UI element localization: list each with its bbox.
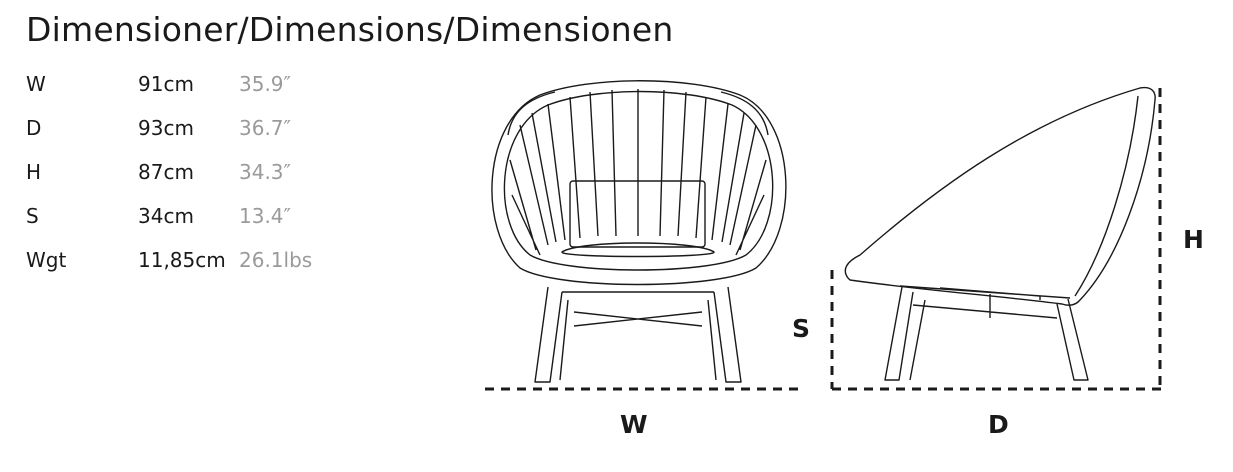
spec-metric-value: 34cm: [138, 204, 194, 228]
side-seat-frame: [899, 285, 1071, 300]
spec-label: H: [26, 160, 42, 184]
seat-dimension-label: S: [792, 314, 811, 343]
page-title: Dimensioner/Dimensions/Dimensionen: [26, 10, 674, 49]
spec-imperial-value: 13.4″: [239, 204, 292, 228]
spec-label: Wgt: [26, 248, 67, 272]
spec-metric-value: 93cm: [138, 116, 194, 140]
spec-metric-value: 91cm: [138, 72, 194, 96]
side-shell: [844, 86, 1156, 306]
depth-dimension-label: D: [988, 410, 1009, 439]
front-shell-inner: [503, 90, 774, 271]
front-legs: [534, 286, 742, 383]
side-legs: [884, 286, 1089, 381]
chair-side-view: [844, 86, 1156, 381]
side-shell-inner: [1074, 95, 1139, 297]
spec-imperial-value: 35.9″: [239, 72, 292, 96]
spec-imperial-value: 26.1lbs: [239, 248, 313, 272]
spec-label: S: [26, 204, 39, 228]
chair-front-view: [491, 80, 787, 383]
spec-imperial-value: 36.7″: [239, 116, 292, 140]
spec-label: D: [26, 116, 42, 140]
spec-imperial-value: 34.3″: [239, 160, 292, 184]
spec-metric-value: 87cm: [138, 160, 194, 184]
front-shell-rim: [507, 91, 769, 136]
width-dimension-label: W: [620, 410, 648, 439]
spec-label: W: [26, 72, 46, 96]
front-shell-outer: [491, 80, 787, 286]
front-slats: [509, 89, 767, 256]
dimension-lines: [485, 88, 1162, 391]
height-dimension-label: H: [1183, 225, 1204, 254]
front-back-pillow: [569, 180, 706, 248]
front-seat-cushion: [561, 242, 715, 258]
spec-metric-value: 11,85cm: [138, 248, 226, 272]
